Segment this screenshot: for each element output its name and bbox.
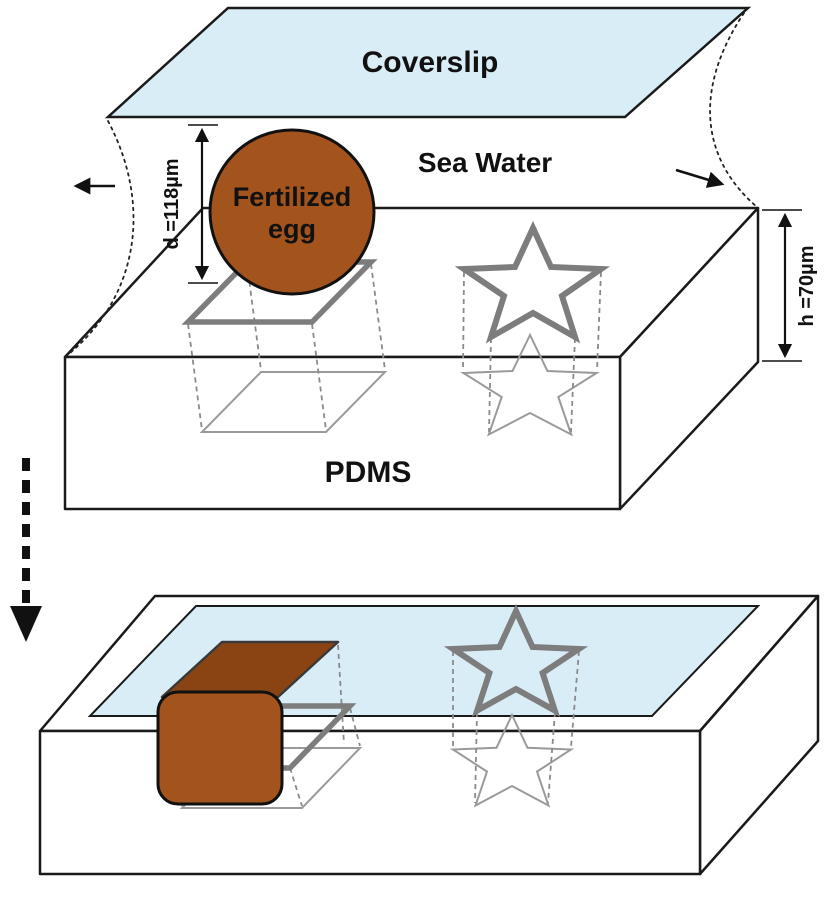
- star-well-bottom-outline: [460, 332, 600, 437]
- fertilized-egg: [208, 128, 376, 296]
- egg-label-line2: egg: [268, 214, 316, 244]
- bottom-panel-assembled-view: [38, 594, 820, 876]
- pdms-label: PDMS: [325, 456, 412, 489]
- right-compression-curve: [709, 12, 758, 208]
- pdms-block-top: [63, 206, 760, 511]
- star-well-hidden-edges-2: [452, 650, 580, 804]
- left-compression-curve: [69, 120, 135, 354]
- channel-height-label: h =70µm: [796, 245, 818, 326]
- egg-diameter-label: d =118µm: [161, 158, 183, 249]
- square-well-projection: [181, 259, 388, 433]
- egg-label-line1: Fertilized: [233, 182, 352, 212]
- star-well-projection: [454, 220, 611, 437]
- star-well-top-outline: [454, 220, 611, 344]
- sea-water-label: Sea Water: [418, 147, 552, 178]
- assembly-step-arrow-icon: [10, 458, 42, 642]
- square-well-top-outline: [181, 259, 378, 325]
- pdms-bottom-front-face: [38, 729, 702, 876]
- star-well-assembled: [443, 603, 589, 808]
- coverslip-label: Coverslip: [362, 46, 499, 79]
- right-arrow-icon: [675, 168, 725, 188]
- square-well-assembled: [156, 640, 363, 809]
- star-well-bottom-outline-2: [449, 712, 575, 808]
- compressed-egg-front-face: [156, 690, 284, 806]
- top-panel-exploded-view: Fertilized egg Coverslip Sea Water PDMS …: [63, 6, 818, 511]
- pdms-front-face: [63, 355, 622, 511]
- egg-diameter-dimension: [188, 124, 218, 284]
- coverslip-slab: [104, 6, 752, 119]
- channel-height-dimension: [762, 209, 802, 362]
- star-well-hidden-edges: [462, 271, 602, 433]
- square-well-bottom-outline: [199, 371, 388, 433]
- star-well-top-outline-2: [443, 603, 589, 717]
